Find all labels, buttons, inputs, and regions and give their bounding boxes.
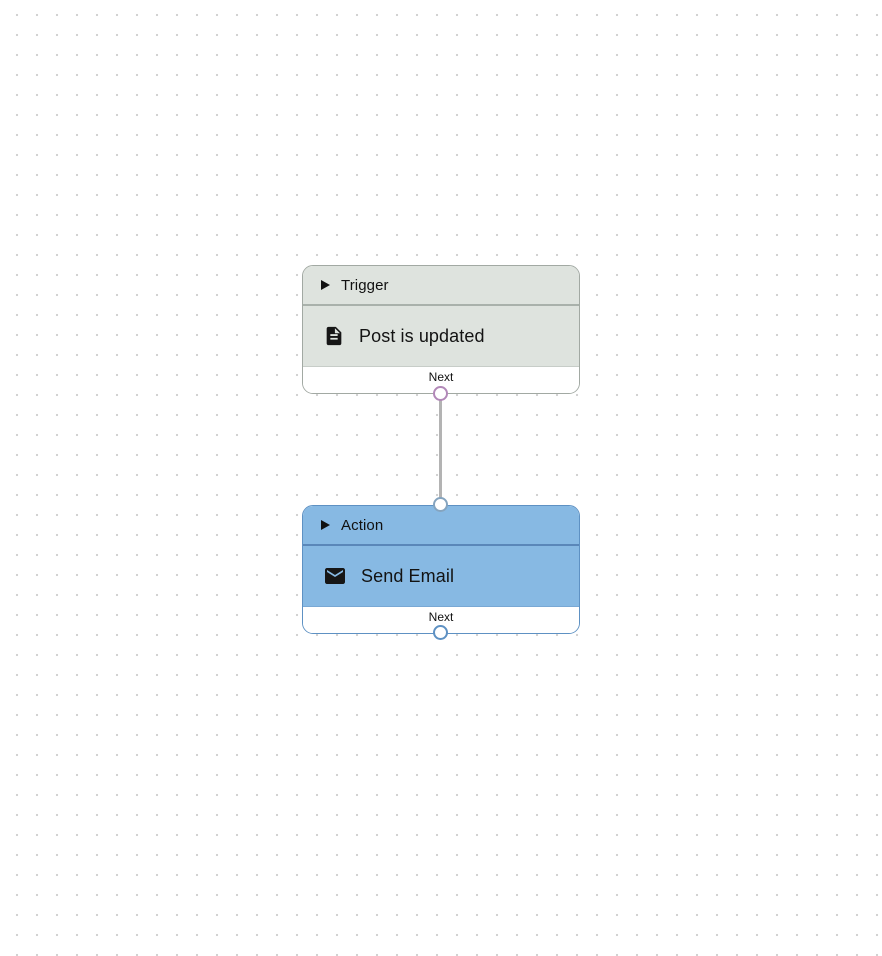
collapse-arrow-icon[interactable] [321, 520, 330, 530]
port-action-input[interactable] [433, 497, 448, 512]
collapse-arrow-icon[interactable] [321, 280, 330, 290]
node-action[interactable]: Action Send Email Next [302, 505, 580, 634]
node-trigger-header[interactable]: Trigger [303, 266, 579, 306]
node-action-body[interactable]: Send Email [303, 546, 579, 607]
next-label: Next [428, 610, 454, 624]
node-type-label: Action [341, 516, 384, 534]
connection-edge[interactable] [439, 394, 442, 505]
node-trigger-body[interactable]: Post is updated [303, 306, 579, 367]
node-type-label: Trigger [341, 276, 389, 294]
document-icon [323, 325, 345, 347]
port-trigger-output[interactable] [433, 386, 448, 401]
port-action-output[interactable] [433, 625, 448, 640]
email-icon [323, 564, 347, 588]
next-label: Next [428, 370, 454, 384]
node-action-header[interactable]: Action [303, 506, 579, 546]
node-trigger[interactable]: Trigger Post is updated Next [302, 265, 580, 394]
node-title: Send Email [361, 565, 455, 586]
node-title: Post is updated [359, 325, 485, 346]
